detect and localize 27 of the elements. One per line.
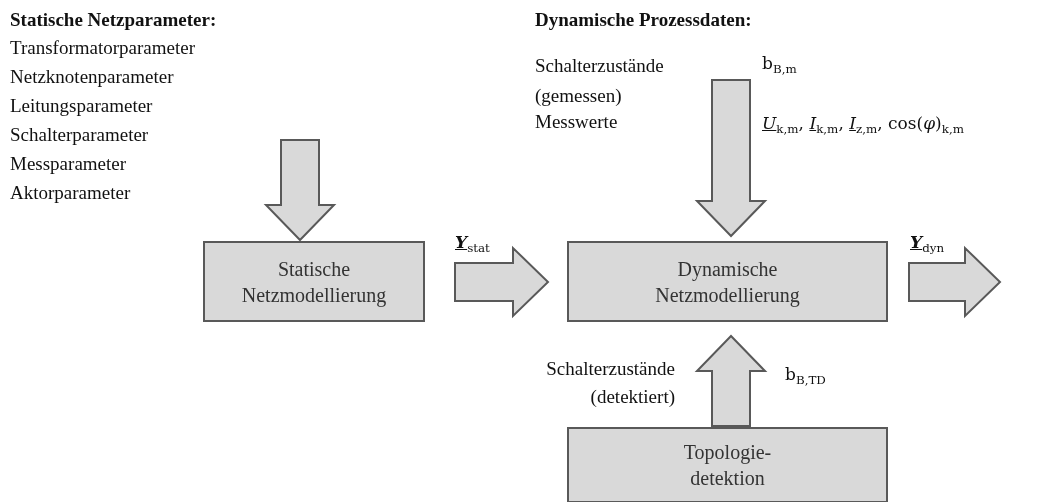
- block-arrow: [454, 245, 550, 319]
- input-label: Messwerte: [535, 110, 618, 134]
- heading: Dynamische Prozessdaten:: [535, 8, 752, 32]
- box-label: Statische Netzmodellierung: [240, 256, 388, 308]
- process-box: [567, 427, 888, 502]
- box-label: Dynamische Netzmodellierung: [654, 256, 801, 308]
- parameter-item: Messparameter: [10, 152, 127, 176]
- block-arrow: [694, 79, 768, 238]
- parameter-item: Schalterparameter: [10, 123, 149, 147]
- heading: Statische Netzparameter:: [10, 8, 217, 32]
- parameter-item: Netzknotenparameter: [10, 65, 174, 89]
- input-label: Schalterzustände (detektiert): [545, 357, 675, 409]
- formula: U$_{k,m}$, I$_{k,m}$, I$_{z,m}$, cos(φ)$_{k,m}$: [762, 112, 964, 139]
- parameter-item: Leitungsparameter: [10, 94, 153, 118]
- input-label: Schalterzustände (gemessen): [535, 54, 665, 108]
- process-box: [567, 241, 888, 322]
- edge-label: Y$_{dyn}$: [910, 231, 945, 258]
- edge-label: b$_{B,TD}$: [785, 363, 826, 390]
- variable-symbol: b$_{B,m}$: [762, 52, 797, 79]
- process-box: [203, 241, 425, 322]
- block-arrow: [694, 334, 768, 427]
- box-label: Topologie- detektion: [682, 440, 773, 491]
- parameter-item: Aktorparameter: [10, 181, 131, 205]
- edge-label: Y$_{stat}$: [455, 231, 490, 258]
- parameter-item: Transformatorparameter: [10, 36, 195, 60]
- block-arrow: [263, 139, 337, 242]
- block-arrow: [908, 245, 1002, 319]
